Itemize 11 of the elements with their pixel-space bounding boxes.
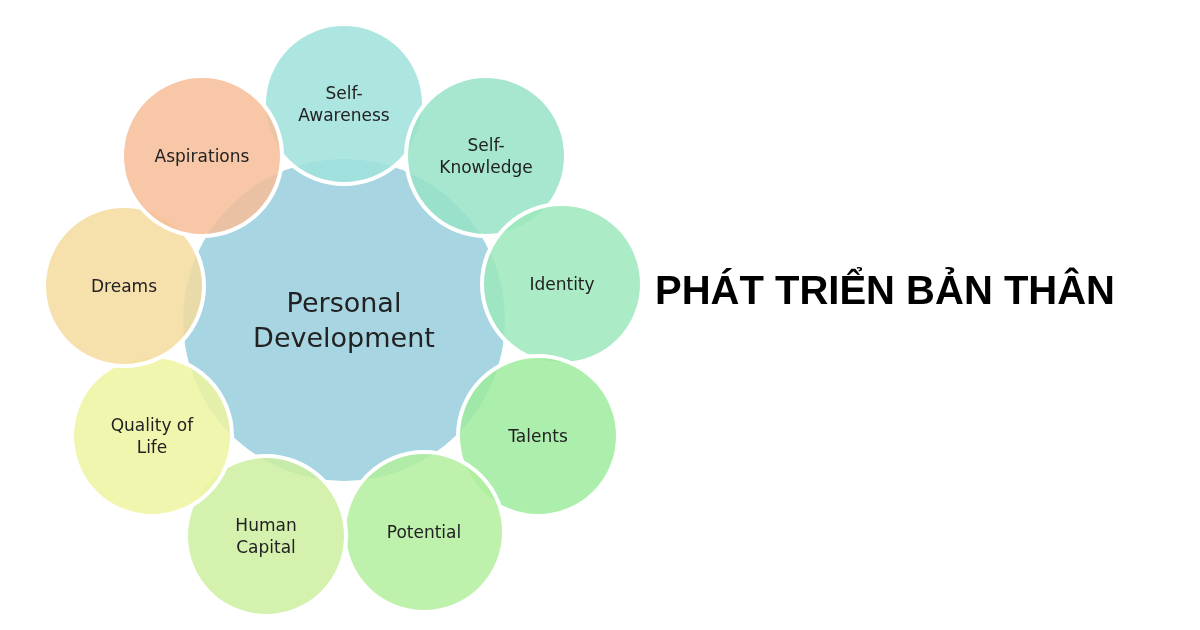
circle-label: Self- Knowledge — [438, 133, 534, 179]
circle-label: Human Capital — [234, 513, 298, 559]
circle-label: Talents — [507, 424, 569, 448]
circle-label: Potential — [385, 520, 463, 544]
circle-label: Quality of Life — [109, 413, 195, 459]
circle-label: Identity — [528, 272, 596, 296]
circle-label: Self- Awareness — [297, 81, 391, 127]
circle-label: Dreams — [90, 274, 158, 298]
circle-label: Personal Development — [252, 285, 436, 355]
circle-label: Aspirations — [153, 144, 251, 168]
heading: PHÁT TRIỂN BẢN THÂN — [655, 268, 1115, 313]
